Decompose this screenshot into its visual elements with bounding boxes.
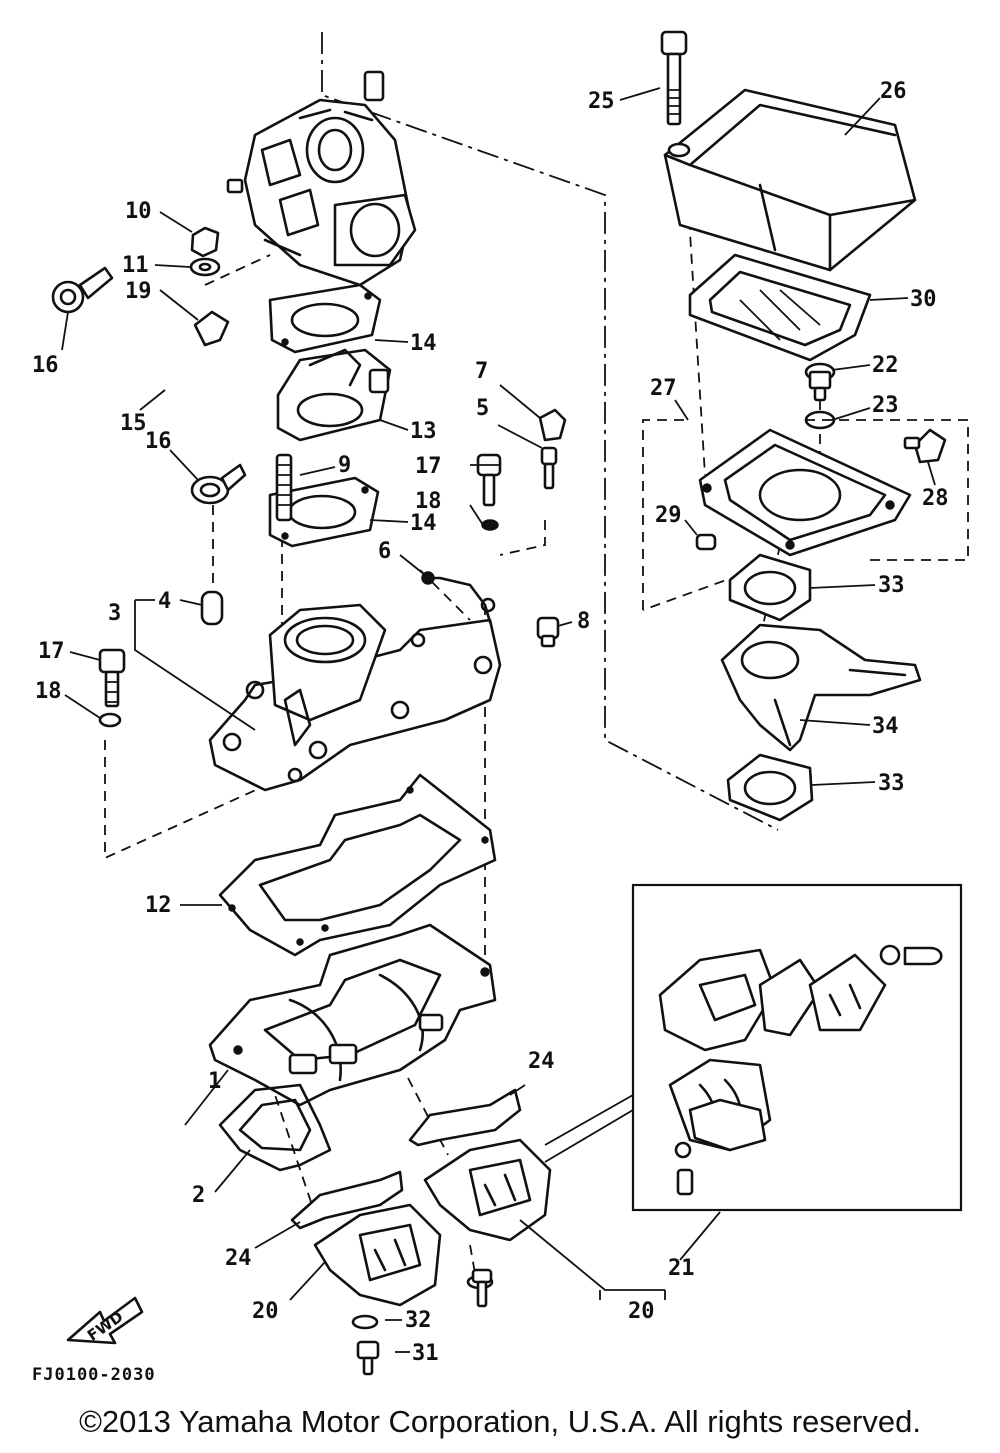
callout-24-right: 24 <box>528 1049 555 1074</box>
callout-11: 11 <box>122 253 149 278</box>
callout-4: 4 <box>158 589 171 614</box>
callout-6: 6 <box>378 539 391 564</box>
callout-14-upper: 14 <box>410 331 437 356</box>
small-parts-10-11-19-4 <box>189 226 230 626</box>
intake-manifold <box>208 603 502 792</box>
callout-26: 26 <box>880 79 907 104</box>
air-box-base-27-group <box>642 419 969 611</box>
air-filter-30 <box>688 253 872 362</box>
callout-18-left: 18 <box>35 679 62 704</box>
forward-direction-arrow <box>66 1296 144 1345</box>
callout-7: 7 <box>475 359 488 384</box>
bracket-34 <box>720 623 922 752</box>
reed-valve-housing <box>208 923 497 1107</box>
callout-33-lower: 33 <box>878 771 905 796</box>
reed-valve-detail-box <box>631 883 963 1212</box>
callout-32: 32 <box>405 1308 432 1333</box>
callout-13: 13 <box>410 419 437 444</box>
diagram-code: FJ0100-2030 <box>32 1365 156 1385</box>
carb-spacer-13 <box>276 348 392 442</box>
callout-12: 12 <box>145 893 172 918</box>
callout-17-left: 17 <box>38 639 65 664</box>
callout-31: 31 <box>412 1341 439 1366</box>
callout-17-upper: 17 <box>415 454 442 479</box>
callout-labels: 1 2 3 4 5 6 7 8 9 10 11 12 13 14 14 15 1… <box>32 79 949 1366</box>
fuel-hose-15 <box>82 302 218 463</box>
callout-29: 29 <box>655 503 682 528</box>
callout-5: 5 <box>476 396 489 421</box>
callout-33-upper: 33 <box>878 573 905 598</box>
callout-1: 1 <box>208 1069 221 1094</box>
callout-18-upper: 18 <box>415 489 442 514</box>
callout-2: 2 <box>192 1183 205 1208</box>
reed-gasket-24 <box>290 1088 522 1230</box>
reed-valve-assembly-20 <box>313 1138 552 1307</box>
callout-10: 10 <box>125 199 152 224</box>
callout-15: 15 <box>120 411 147 436</box>
screws-31-washers-32 <box>351 1268 494 1376</box>
callout-19: 19 <box>125 279 152 304</box>
callout-21: 21 <box>668 1256 695 1281</box>
callout-23: 23 <box>872 393 899 418</box>
air-box-cover-26 <box>663 88 917 272</box>
callout-14-lower: 14 <box>410 511 437 536</box>
callout-30: 30 <box>910 287 937 312</box>
manifold-gasket <box>218 773 497 957</box>
fittings-5-6-7-8 <box>421 408 567 648</box>
callout-9: 9 <box>338 453 351 478</box>
copyright-notice: ©2013 Yamaha Motor Corporation, U.S.A. A… <box>79 1404 921 1439</box>
leader-lines <box>61 87 936 1353</box>
callout-16-lower: 16 <box>145 429 172 454</box>
callout-27: 27 <box>650 376 677 401</box>
callout-25: 25 <box>588 89 615 114</box>
carburetor <box>226 70 417 287</box>
bolt-22-washer-23 <box>804 362 836 430</box>
callout-34: 34 <box>872 714 899 739</box>
gaskets-33 <box>726 553 814 822</box>
callout-20-left: 20 <box>252 1299 279 1324</box>
gasket-14-upper <box>268 283 382 354</box>
callout-16-left: 16 <box>32 353 59 378</box>
callout-28: 28 <box>922 486 949 511</box>
callout-22: 22 <box>872 353 899 378</box>
bolts-17-washers-18 <box>98 453 502 728</box>
reed-gasket-2 <box>218 1083 332 1172</box>
callout-20-right: 20 <box>628 1299 655 1324</box>
callout-3: 3 <box>108 601 121 626</box>
stud-bolt-9 <box>275 453 293 522</box>
callout-8: 8 <box>577 609 590 634</box>
bolt-25 <box>660 30 688 126</box>
callout-24-left: 24 <box>225 1246 252 1271</box>
